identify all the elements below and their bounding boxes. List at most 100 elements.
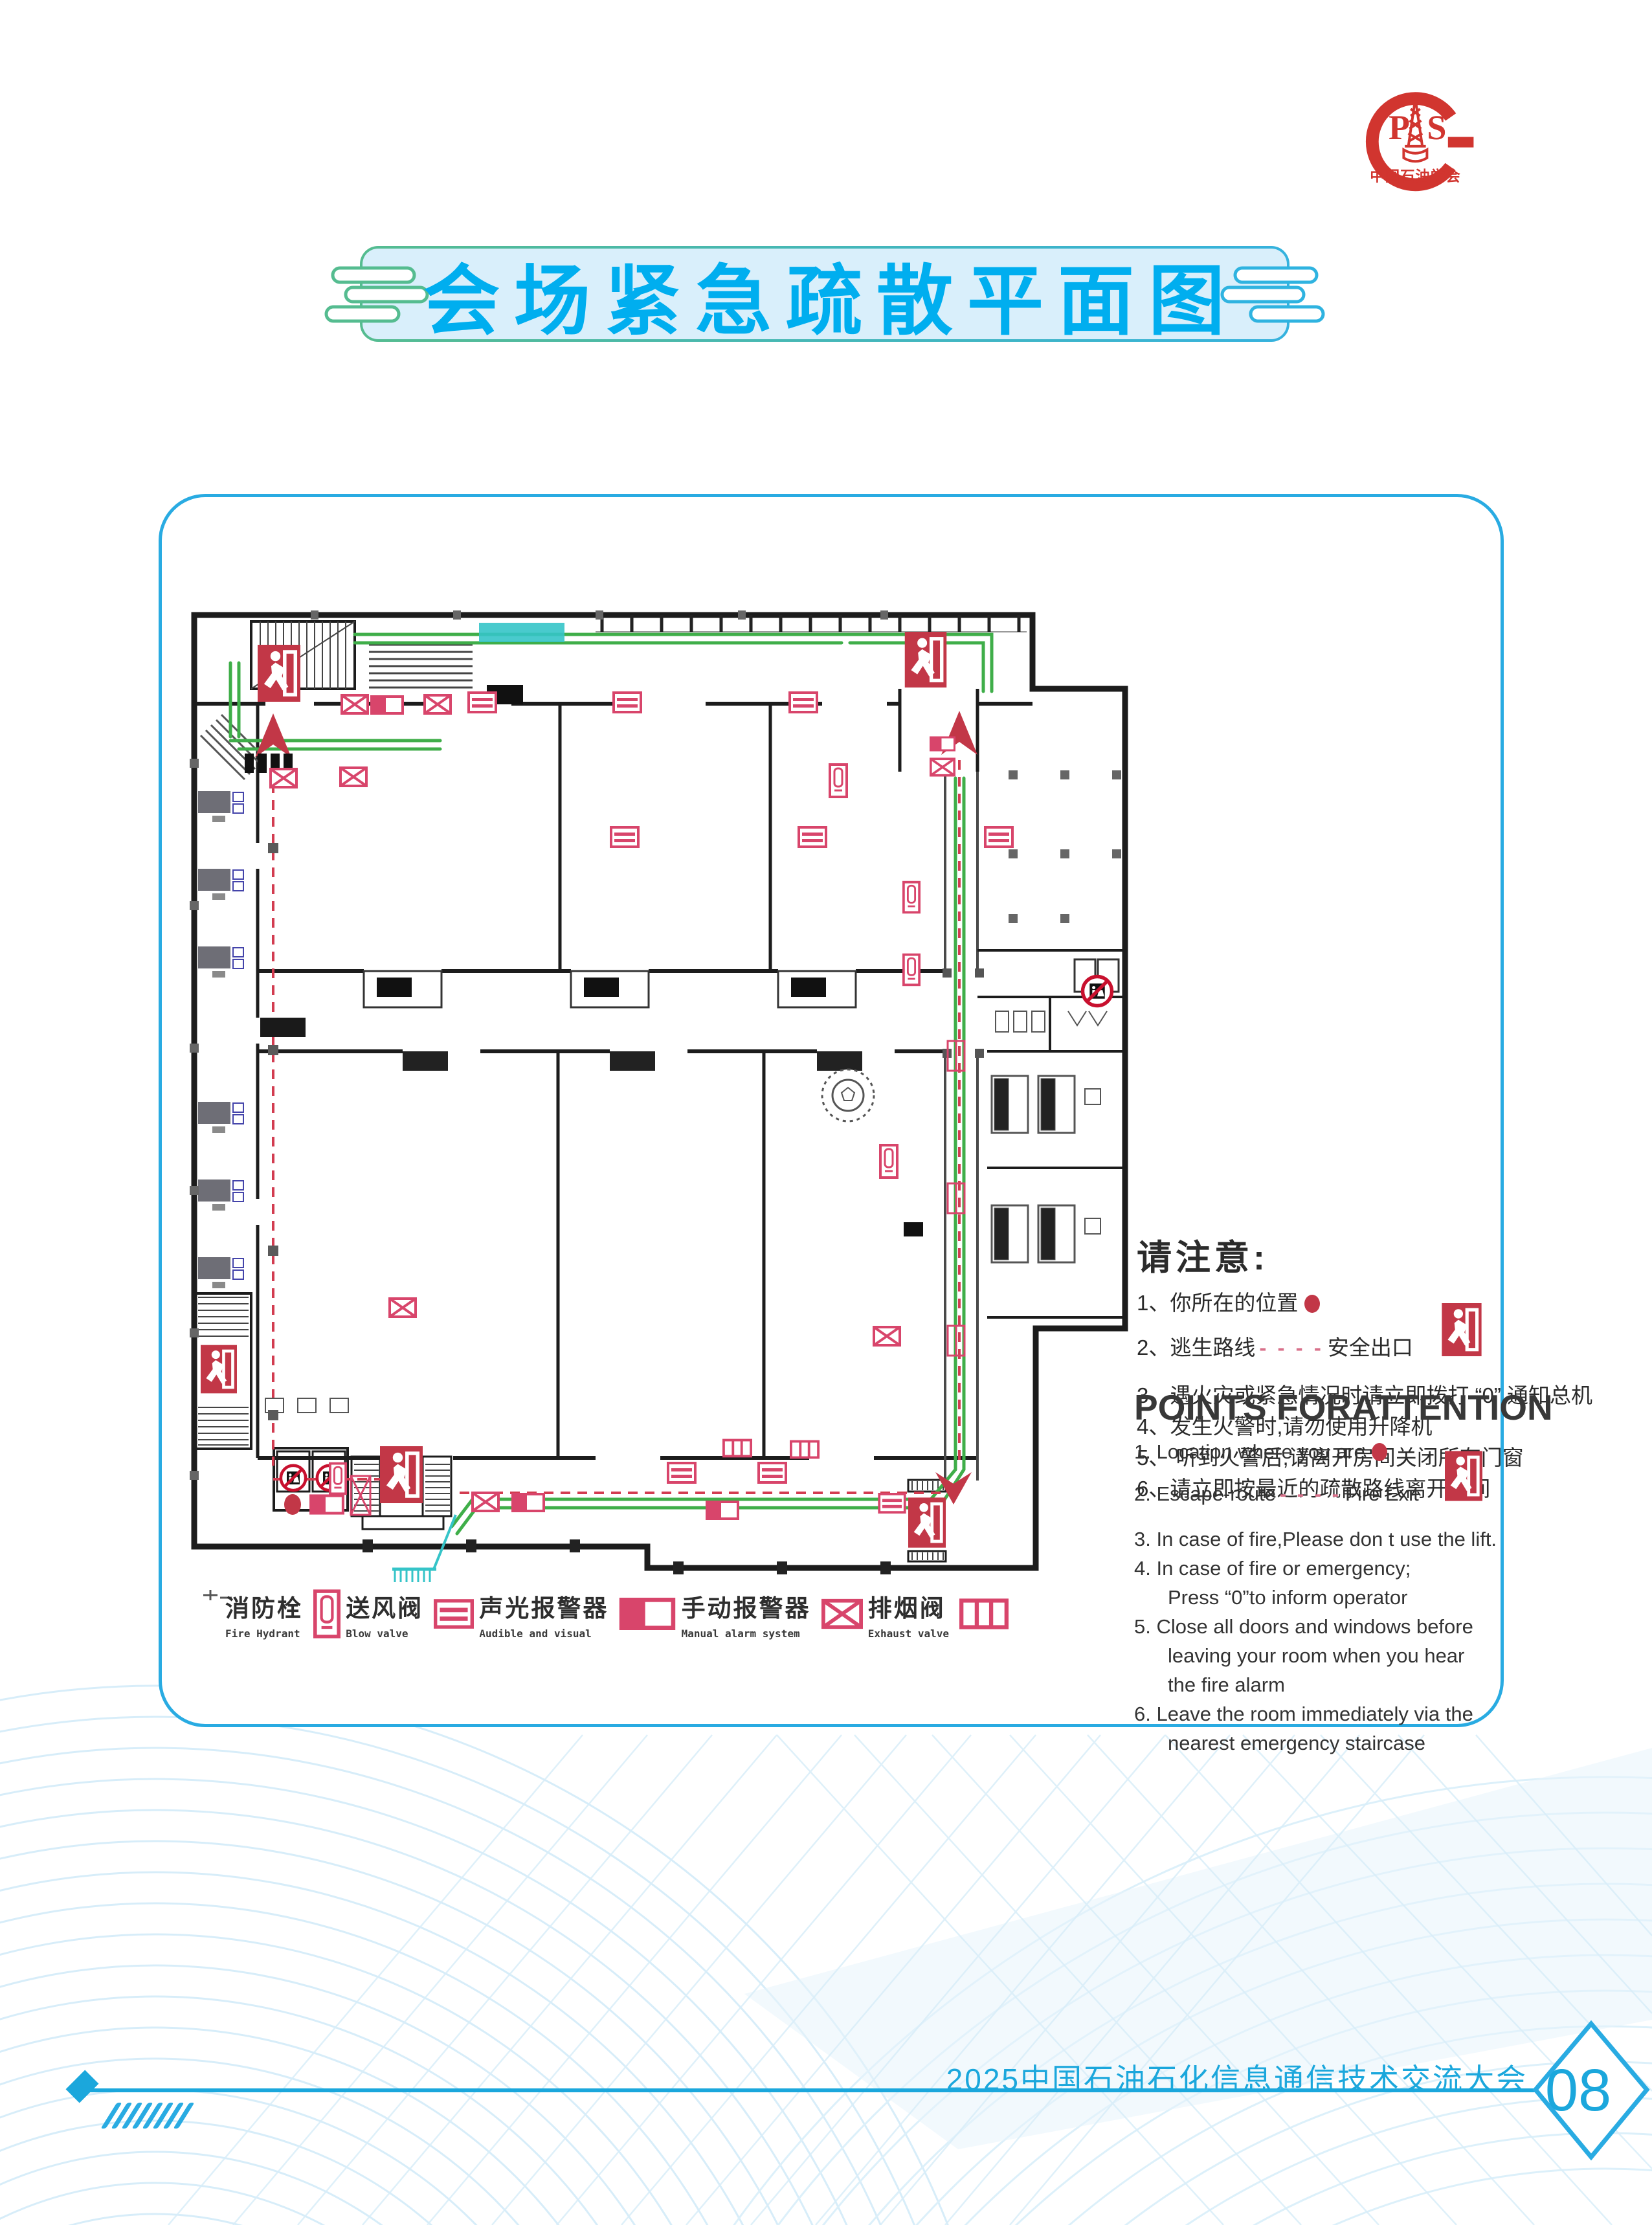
escape-route-dashed xyxy=(272,760,961,1494)
page-title-banner: 会场紧急疏散平面图 xyxy=(324,246,1325,344)
audible-visual-symbol xyxy=(930,736,955,752)
fire-hydrant-symbol xyxy=(902,953,921,987)
derrick-icon xyxy=(1402,92,1429,163)
fire-hydrant-symbol xyxy=(830,765,847,797)
blow-valve-symbol xyxy=(612,691,642,713)
arrow-down-bottom-right xyxy=(935,1472,972,1504)
blow-valve-symbol xyxy=(667,1462,697,1484)
outer-wall xyxy=(191,612,1128,1571)
exhaust-valve-symbol xyxy=(930,757,955,777)
exhaust-valve-symbol xyxy=(388,1297,417,1318)
note-line: 3. In case of fire,Please don t use the … xyxy=(1134,1528,1497,1550)
fire-hydrant-symbol xyxy=(329,1462,347,1495)
note-line: 1. Location where you are xyxy=(1134,1437,1516,1466)
blow-valve-symbol xyxy=(984,826,1014,848)
audible-visual-symbol xyxy=(706,1501,739,1520)
cloud-decoration-right-icon xyxy=(1220,266,1325,323)
fire-hydrant-icon xyxy=(313,1589,340,1638)
fire-hydrant-symbol xyxy=(902,880,921,914)
teal-counter xyxy=(479,623,564,642)
exhaust-vent-symbol xyxy=(722,1438,752,1458)
audible-visual-symbol xyxy=(311,1496,343,1514)
note-line: 6、请立即按最近的疏散路线离开房间 xyxy=(1137,1477,1491,1501)
escape-route-dashes: - - - - xyxy=(1279,1482,1341,1506)
location-dot-icon xyxy=(1371,1443,1387,1461)
fire-exit-icon xyxy=(201,1345,237,1394)
note-line: 5. Close all doors and windows before le… xyxy=(1134,1615,1473,1696)
exhaust-vent-symbol xyxy=(790,1440,820,1459)
fire-exit-icon xyxy=(908,1497,946,1547)
footer-divider xyxy=(87,2088,1547,2092)
notes-english: POINTS FORATTENTION 1. Location where yo… xyxy=(1134,1387,1553,1758)
exhaust-valve-symbol xyxy=(423,694,452,715)
escalator-diagonal xyxy=(199,713,267,781)
footer-hatch-marks xyxy=(100,2103,195,2129)
escalator-teal xyxy=(392,1514,457,1582)
note-line: 1、你所在的位置 xyxy=(1137,1288,1509,1319)
notes-en-heading: POINTS FORATTENTION xyxy=(1134,1387,1553,1427)
fire-hydrant-symbol xyxy=(880,1145,897,1178)
manual-alarm-icon xyxy=(821,1598,863,1630)
note-line: 2. Escape-route- - - -Fire Exit xyxy=(1134,1466,1516,1525)
fire-exit-icon xyxy=(905,632,947,688)
blow-valve-icon xyxy=(434,1599,474,1629)
hall-entrances xyxy=(363,970,862,1071)
logo-ring-bar xyxy=(1447,137,1474,148)
exhaust-valve-symbol xyxy=(873,1326,901,1347)
notes-cn-heading: 请注意: xyxy=(1137,1238,1269,1277)
blow-valve-symbol xyxy=(798,826,827,848)
blow-valve-symbol xyxy=(610,826,640,848)
cloud-decoration-left-icon xyxy=(324,266,429,323)
note-line: 4. In case of fire or emergency; Press “… xyxy=(1134,1557,1411,1609)
note-line: 4、发生火警时,请勿使用升降机 xyxy=(1137,1414,1433,1438)
note-line: 2、逃生路线- - - -安全出口 xyxy=(1137,1319,1509,1380)
exhaust-valve-symbol xyxy=(340,694,369,715)
footer-conference-title: 2025中国石油石化信息通信技术交流大会 xyxy=(946,2063,1528,2096)
fire-exit-icon xyxy=(258,645,300,702)
columns xyxy=(190,610,1121,1600)
round-table xyxy=(821,1068,875,1123)
blow-valve-symbol xyxy=(878,1493,906,1514)
fire-exit-icon xyxy=(1445,1451,1482,1509)
petroleum-society-logo-icon: P S 中国石油学会 xyxy=(1365,92,1474,192)
blow-valve-symbol xyxy=(467,691,497,713)
no-elevator-icon xyxy=(1083,977,1112,1006)
notes-en-list: 3. In case of fire,Please don t use the … xyxy=(1134,1525,1516,1758)
location-dot-icon xyxy=(1304,1295,1321,1313)
org-logo: P S 中国石油学会 xyxy=(1359,83,1476,203)
escape-route-dashes: - - - - xyxy=(1259,1336,1324,1360)
note-line: 6. Leave the room immediately via the ne… xyxy=(1134,1703,1473,1754)
wave-arcs-left xyxy=(0,1684,949,2225)
exhaust-valve-symbol xyxy=(339,766,368,787)
fire-exit-icon xyxy=(1442,1303,1482,1365)
page-number: 08 xyxy=(1545,2057,1611,2123)
evacuation-floorplan xyxy=(190,610,1128,1600)
safety-symbols xyxy=(269,691,1014,1520)
audible-visual-symbol xyxy=(511,1493,545,1512)
wave-mesh xyxy=(168,1734,1652,2225)
logo-letter-s: S xyxy=(1427,108,1446,147)
right-rooms xyxy=(990,1011,1108,1264)
audible-visual-symbol xyxy=(370,695,404,715)
no-elevator-icon xyxy=(281,1466,306,1490)
fire-exit-icon xyxy=(380,1446,423,1503)
audible-visual-alarm-icon xyxy=(619,1598,676,1630)
logo-letter-p: P xyxy=(1389,108,1410,147)
location-dot-icon xyxy=(284,1494,301,1515)
logo-org-name: 中国石油学会 xyxy=(1370,168,1460,184)
exhaust-valve-symbol xyxy=(471,1492,500,1512)
page-number-badge: 08 xyxy=(1530,2018,1652,2165)
page-number-diamond xyxy=(1532,2020,1650,2161)
blow-valve-symbol xyxy=(757,1462,787,1484)
building-walls xyxy=(191,612,1128,1571)
no-lift-zone xyxy=(281,958,1120,1490)
exhaust-valve-symbol xyxy=(269,768,298,788)
